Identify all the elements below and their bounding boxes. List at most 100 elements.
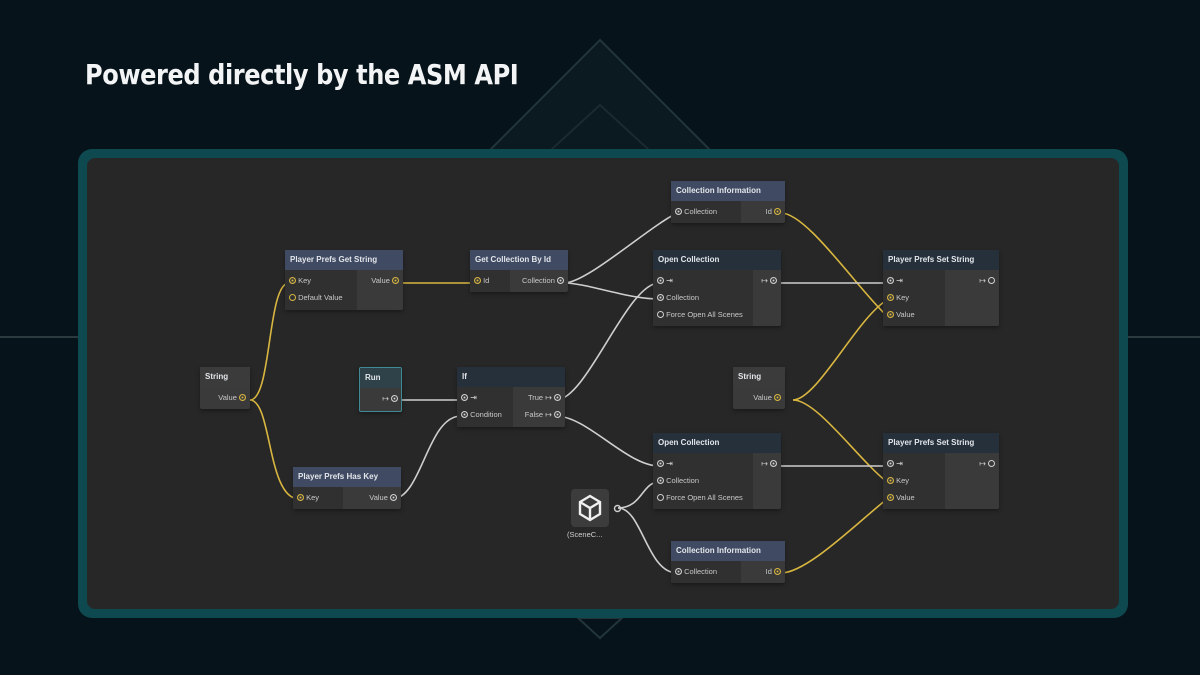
port-in-dot[interactable] [657,460,664,467]
unity-cube-icon [578,494,602,522]
exit-arrow-icon: ↦ [761,276,768,285]
port-in-dot[interactable] [657,311,664,318]
wire-string-to-has-key [249,399,300,500]
node-open-collection-top[interactable]: Open Collection ⇥ Collection Force Open … [653,250,781,326]
port-in-dot[interactable] [657,477,664,484]
graph-frame: Collection Information Collection Id Pla… [78,149,1128,618]
port-in-dot[interactable] [289,294,296,301]
port-in-dot[interactable] [887,311,894,318]
port-label: Key [298,276,312,285]
connection-wires [249,212,888,574]
wire-info-id-to-set-value [780,212,888,317]
port-in-dot[interactable] [657,494,664,501]
port-out-dot[interactable] [988,277,995,284]
port-in-dot[interactable] [887,277,894,284]
node-collection-information-bottom[interactable]: Collection Information Collection Id [671,541,785,583]
node-player-prefs-get-string[interactable]: Player Prefs Get String Key Default Valu… [285,250,403,310]
wire-string-to-get-key [249,282,290,401]
node-title: Player Prefs Set String [883,250,999,270]
enter-arrow-icon: ⇥ [896,276,903,285]
wire-false-to-open-bottom [555,415,660,467]
port-out-dot[interactable] [988,460,995,467]
port-label: Value [369,493,388,502]
node-if[interactable]: If ⇥ Condition True ↦ False ↦ [457,367,565,427]
enter-arrow-icon: ⇥ [666,459,673,468]
port-out-dot[interactable] [390,494,397,501]
port-label: Id [765,567,772,576]
port-label: Key [896,293,910,302]
port-label: Value [218,393,237,402]
port-out-dot[interactable] [557,277,564,284]
port-out-dot[interactable] [770,460,777,467]
port-out-dot[interactable] [774,568,781,575]
node-title: Player Prefs Set String [883,433,999,453]
node-title: Collection Information [671,181,785,201]
node-title: String [200,367,250,387]
port-in-dot[interactable] [474,277,481,284]
port-label: Force Open All Scenes [666,493,743,502]
port-in-dot[interactable] [657,277,664,284]
port-label: Collection [666,476,700,485]
port-in-dot[interactable] [887,477,894,484]
exit-arrow-icon: ↦ [761,459,768,468]
node-collection-information-top[interactable]: Collection Information Collection Id [671,181,785,223]
port-in-dot[interactable] [887,460,894,467]
port-label: Key [306,493,320,502]
node-player-prefs-has-key[interactable]: Player Prefs Has Key Key Value [293,467,401,509]
port-out-dot[interactable] [554,394,561,401]
scene-asset-node[interactable] [571,489,609,527]
port-out-dot[interactable] [391,395,398,402]
wire-collection-to-open [563,282,660,300]
port-label: Id [483,276,490,285]
port-out-dot[interactable] [392,277,399,284]
port-out-dot[interactable] [239,394,246,401]
port-out-dot[interactable] [770,277,777,284]
scene-asset-label: (SceneC... [567,530,603,539]
node-player-prefs-set-string-top[interactable]: Player Prefs Set String ⇥ Key Value ↦ [883,250,999,326]
port-in-dot[interactable] [289,277,296,284]
port-in-dot[interactable] [461,411,468,418]
port-label: Value [371,276,390,285]
port-label: False [524,410,544,419]
node-string-right[interactable]: String Value [733,367,785,409]
port-in-dot[interactable] [657,294,664,301]
scene-asset-port[interactable] [613,504,622,513]
port-in-dot[interactable] [675,568,682,575]
port-in-dot[interactable] [297,494,304,501]
node-player-prefs-set-string-bottom[interactable]: Player Prefs Set String ⇥ Key Value ↦ [883,433,999,509]
node-get-collection-by-id[interactable]: Get Collection By Id Id Collection [470,250,568,292]
port-out-dot[interactable] [774,208,781,215]
exit-arrow-icon: ↦ [382,394,389,403]
node-open-collection-bottom[interactable]: Open Collection ⇥ Collection Force Open … [653,433,781,509]
node-run[interactable]: Run ↦ [359,367,402,412]
exit-arrow-icon: ↦ [545,410,552,419]
port-label: Collection [684,207,718,216]
node-title: Player Prefs Has Key [293,467,401,487]
graph-canvas[interactable]: Collection Information Collection Id Pla… [87,158,1119,609]
port-out-dot[interactable] [774,394,781,401]
port-label: True [527,393,544,402]
exit-arrow-icon: ↦ [979,459,986,468]
wire-string-to-set-key-top [792,299,888,401]
port-in-dot[interactable] [675,208,682,215]
node-title: Player Prefs Get String [285,250,403,270]
enter-arrow-icon: ⇥ [470,393,477,402]
node-title: Open Collection [653,433,781,453]
page-title: Powered directly by the ASM API [85,58,519,91]
node-string-left[interactable]: String Value [200,367,250,409]
wire-info-id-to-set-value-bottom [780,498,888,574]
wire-scene-to-info [617,507,678,574]
port-in-dot[interactable] [887,294,894,301]
enter-arrow-icon: ⇥ [666,276,673,285]
wire-collection-to-info [563,212,678,284]
port-in-dot[interactable] [887,494,894,501]
port-label: Id [765,207,772,216]
node-title: Collection Information [671,541,785,561]
port-in-dot[interactable] [461,394,468,401]
node-title: If [457,367,565,387]
port-label: Collection [666,293,700,302]
exit-arrow-icon: ↦ [979,276,986,285]
port-label: Collection [521,276,555,285]
node-title: Get Collection By Id [470,250,568,270]
port-out-dot[interactable] [554,411,561,418]
